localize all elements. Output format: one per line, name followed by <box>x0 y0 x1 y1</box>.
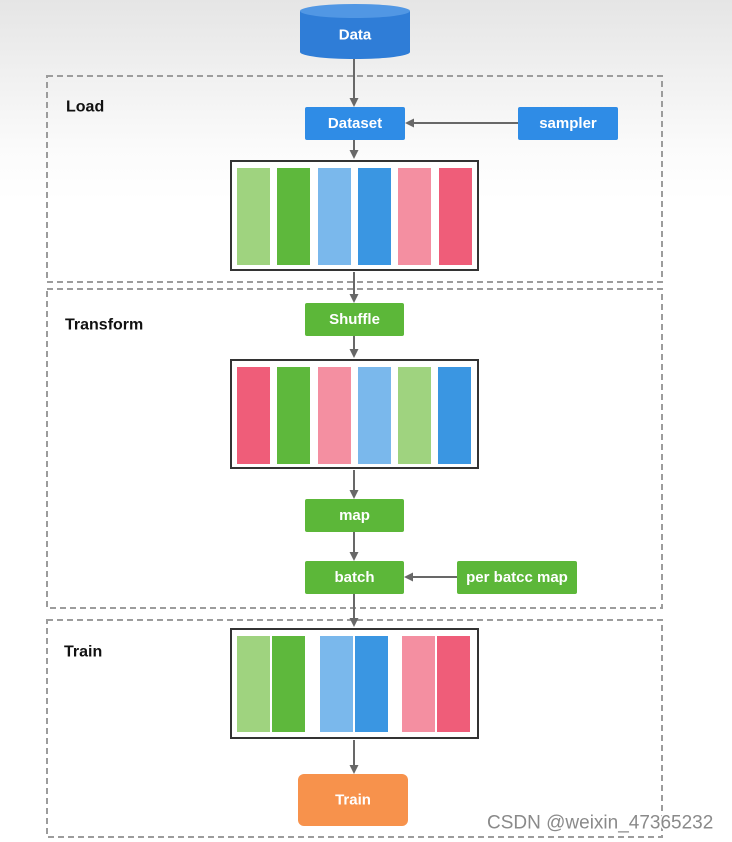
batched-buffer-item <box>237 636 270 732</box>
stage-train-label: Train <box>64 644 102 661</box>
loaded-buffer-frame <box>230 160 479 271</box>
stage-transform-label: Transform <box>65 317 143 334</box>
loaded-buffer-item <box>318 168 351 265</box>
loaded-buffer-item <box>237 168 270 265</box>
train-box <box>298 774 408 826</box>
batch-node: batch <box>305 561 404 594</box>
per-batch-map-box <box>457 561 577 594</box>
data-cylinder-top <box>300 4 410 18</box>
shuffled-buffer-item <box>358 367 391 464</box>
batched-buffer-item <box>320 636 353 732</box>
stage-train: Train <box>46 619 663 838</box>
shuffled-buffer-item <box>438 367 471 464</box>
train-label: Train <box>335 792 371 809</box>
sampler-label: sampler <box>539 115 597 132</box>
dataset-label: Dataset <box>328 115 382 132</box>
map-box <box>305 499 404 532</box>
map-label: map <box>339 507 370 524</box>
shuffled-buffer-item <box>237 367 270 464</box>
shuffle-label: Shuffle <box>329 311 380 328</box>
batch-box <box>305 561 404 594</box>
stage-load-label: Load <box>66 99 104 116</box>
shuffled-buffer <box>230 359 479 469</box>
data-source-cylinder: Data <box>300 4 410 59</box>
loaded-buffer-item <box>277 168 310 265</box>
dataset-box <box>305 107 405 140</box>
stage-train-frame <box>46 619 663 838</box>
per-batch-map-label: per batcc map <box>466 569 568 586</box>
watermark-text: CSDN @weixin_47365232 <box>487 813 713 834</box>
shuffle-node: Shuffle <box>305 303 404 336</box>
batched-buffer <box>230 628 479 739</box>
data-source-label: Data <box>339 27 372 44</box>
shuffled-buffer-frame <box>230 359 479 469</box>
stage-load: Load <box>46 75 663 283</box>
batched-buffer-item <box>402 636 435 732</box>
dataset-node: Dataset <box>305 107 405 140</box>
batched-buffer-item <box>355 636 388 732</box>
per-batch-map-node: per batcc map <box>457 561 577 594</box>
shuffled-buffer-item <box>398 367 431 464</box>
loaded-buffer-item <box>439 168 472 265</box>
batched-buffer-item <box>272 636 305 732</box>
loaded-buffer <box>230 160 479 271</box>
batched-buffer-item <box>437 636 470 732</box>
loaded-buffer-item <box>398 168 431 265</box>
batch-label: batch <box>334 569 374 586</box>
loaded-buffer-item <box>358 168 391 265</box>
shuffle-box <box>305 303 404 336</box>
sampler-node: sampler <box>518 107 618 140</box>
train-node: Train <box>298 774 408 826</box>
shuffled-buffer-item <box>277 367 310 464</box>
map-node: map <box>305 499 404 532</box>
sampler-box <box>518 107 618 140</box>
shuffled-buffer-item <box>318 367 351 464</box>
data-cylinder-body <box>300 11 410 59</box>
edges <box>349 59 518 774</box>
